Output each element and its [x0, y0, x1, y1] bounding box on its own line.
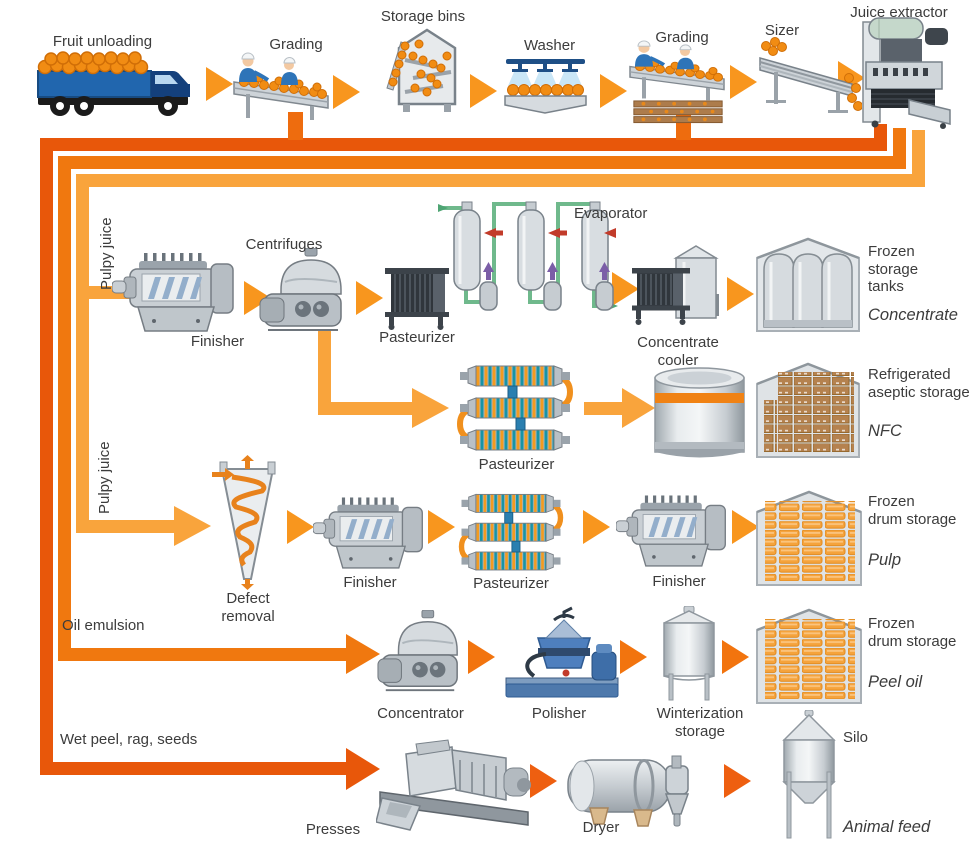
- label-centrifuges: Centrifuges: [245, 236, 323, 253]
- tube-pasteurizer-pulp-icon: [455, 489, 567, 579]
- arrow-cooler-tanks: [727, 277, 754, 311]
- arrow-polisher-winterization: [620, 640, 647, 674]
- label-finisher-2: Finisher: [343, 574, 397, 591]
- arrow-concentrator-polisher: [468, 640, 495, 674]
- label-pasteurizer-pulp: Pasteurizer: [473, 575, 549, 592]
- storage-bins-icon: [385, 26, 470, 114]
- label-fruit-unloading: Fruit unloading: [52, 33, 153, 50]
- arrow-finisher-pasteurizer-pulp: [428, 510, 455, 544]
- flow-arrowhead-nfc-out: [622, 388, 655, 428]
- arrow-centrifuges-pasteurizer: [356, 281, 383, 315]
- label-frozen-storage-tanks: Frozen storage tanks: [868, 243, 919, 296]
- concentrate-cooler-icon: [632, 242, 724, 332]
- label-evaporator: Evaporator: [574, 205, 648, 222]
- flow-line-waste-bottom-horizontal: [40, 762, 348, 775]
- arrow-finisher-drums-pulp: [732, 510, 759, 544]
- label-product-peel-oil: Peel oil: [868, 673, 923, 691]
- finisher-3-icon: [616, 485, 728, 571]
- frozen-drum-storage-peel-icon: [756, 604, 862, 704]
- arrow-evaporator-cooler: [612, 272, 639, 306]
- aseptic-tank-icon: [652, 366, 747, 464]
- concentrator-icon: [376, 608, 464, 700]
- label-grading-2: Grading: [655, 29, 709, 46]
- finisher-2-icon: [313, 487, 425, 573]
- grading-station-1-icon: [232, 52, 332, 122]
- arrow-grading-bins: [333, 75, 360, 109]
- flow-line-nfc-vertical: [318, 330, 331, 415]
- flow-arrowhead-oil-emulsion: [346, 634, 380, 674]
- flow-line-juice-top-horizontal: [76, 174, 925, 187]
- sizer-icon: [752, 36, 862, 116]
- label-polisher: Polisher: [531, 705, 587, 722]
- flow-line-nfc-out-horizontal: [584, 402, 624, 415]
- flow-line-oil-top-horizontal: [58, 156, 906, 169]
- arrow-washer-grading: [600, 74, 627, 108]
- label-finisher-1: Finisher: [190, 333, 245, 350]
- flow-line-juice-left-vertical: [76, 174, 89, 533]
- label-frozen-drum-storage-pulp: Frozen drum storage: [868, 493, 957, 528]
- label-presses: Presses: [305, 821, 361, 838]
- arrow-grading-sizer: [730, 65, 757, 99]
- label-stream-pulpy-juice-1: Pulpy juice: [98, 217, 115, 290]
- label-refrigerated-aseptic-storage: Refrigerated aseptic storage: [868, 366, 970, 401]
- arrow-bins-washer: [470, 74, 497, 108]
- grading-pallets-icon: [630, 100, 726, 124]
- centrifuges-icon: [258, 248, 348, 338]
- label-concentrator: Concentrator: [377, 705, 464, 722]
- label-stream-oil-emulsion: Oil emulsion: [62, 617, 145, 634]
- grading-station-2-icon: [628, 40, 728, 102]
- arrow-winterization-drums: [722, 640, 749, 674]
- flow-line-waste-top-horizontal: [40, 138, 887, 151]
- defect-removal-icon: [210, 455, 285, 590]
- flow-line-oil-row-horizontal: [58, 648, 348, 661]
- flow-arrowhead-nfc-in: [412, 388, 449, 428]
- label-silo: Silo: [843, 729, 869, 746]
- polisher-icon: [502, 602, 624, 702]
- label-juice-extractor: Juice extractor: [850, 4, 948, 21]
- juice-extractor-icon: [853, 16, 953, 129]
- label-washer: Washer: [523, 37, 576, 54]
- fruit-truck-icon: [32, 50, 200, 118]
- label-stream-pulpy-juice-2: Pulpy juice: [96, 441, 113, 514]
- grading1-cull-line: [288, 112, 303, 140]
- label-product-nfc: NFC: [868, 422, 902, 440]
- label-stream-wet-peel: Wet peel, rag, seeds: [60, 731, 198, 748]
- label-frozen-drum-storage-peel: Frozen drum storage: [868, 615, 957, 650]
- label-pasteurizer-nfc: Pasteurizer: [478, 456, 555, 473]
- label-grading-1: Grading: [269, 36, 323, 53]
- refrigerated-aseptic-storage-icon: [756, 358, 860, 458]
- flow-arrowhead-pulpy-juice-2: [174, 506, 211, 546]
- label-product-animal-feed: Animal feed: [843, 818, 931, 836]
- label-pasteurizer-1: Pasteurizer: [379, 329, 455, 346]
- arrow-defect-finisher: [287, 510, 314, 544]
- washer-icon: [498, 56, 593, 114]
- arrow-pasteurizer-finisher-pulp: [583, 510, 610, 544]
- label-winterization-storage: Winterization storage: [656, 705, 744, 740]
- winterization-tank-icon: [656, 606, 722, 702]
- label-concentrate-cooler: Concentrate cooler: [637, 334, 719, 369]
- label-finisher-3: Finisher: [652, 573, 706, 590]
- tube-pasteurizer-nfc-icon: [456, 360, 574, 460]
- label-dryer: Dryer: [582, 819, 620, 836]
- arrow-presses-dryer: [530, 764, 557, 798]
- presses-icon: [376, 738, 534, 833]
- silo-icon: [778, 710, 840, 840]
- frozen-drum-storage-pulp-icon: [756, 486, 862, 586]
- frozen-storage-tanks-icon: [756, 234, 860, 332]
- flow-line-juice-branch2-horizontal: [76, 520, 176, 533]
- label-product-pulp: Pulp: [868, 551, 902, 569]
- flow-arrowhead-wet-peel: [346, 748, 380, 790]
- arrow-dryer-silo: [724, 764, 751, 798]
- finisher-1-icon: [112, 243, 236, 335]
- label-defect-removal: Defect removal: [221, 590, 275, 625]
- flow-line-juice-right-vertical: [912, 130, 925, 187]
- arrow-unloading-grading: [206, 67, 233, 101]
- flow-line-nfc-horizontal: [318, 402, 414, 415]
- flow-line-oil-left-vertical: [58, 156, 71, 661]
- label-sizer: Sizer: [764, 22, 800, 39]
- label-product-concentrate: Concentrate: [868, 306, 958, 324]
- label-storage-bins: Storage bins: [380, 8, 466, 25]
- flow-line-waste-left-vertical: [40, 138, 53, 775]
